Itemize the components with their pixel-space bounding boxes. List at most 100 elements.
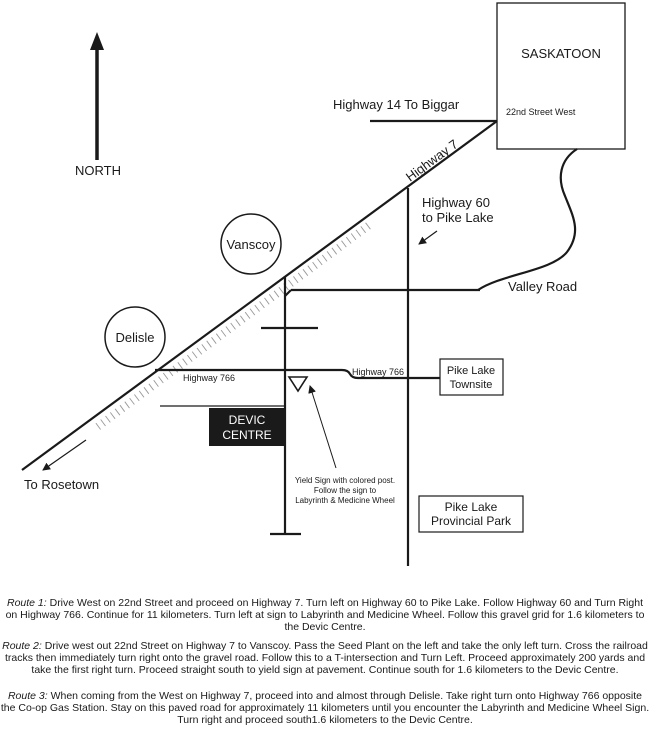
railroad-tie [182, 358, 188, 366]
railroad-tie [105, 415, 111, 423]
devic-centre-label-line2: CENTRE [222, 428, 271, 442]
route-3-directions: Route 3: When coming from the West on Hi… [0, 690, 650, 726]
railroad-tie [201, 344, 207, 352]
railroad-tie [273, 290, 280, 298]
railroad-tie [345, 236, 352, 244]
railroad-tie [109, 412, 116, 420]
railroad-tie [336, 244, 342, 251]
devic-centre-label-line1: DEVIC [229, 413, 266, 427]
railroad-tie [230, 322, 236, 330]
highway-14-label: Highway 14 To Biggar [333, 97, 460, 112]
railroad-tie [124, 401, 130, 409]
highway-766-road [155, 368, 440, 380]
railroad-tie [158, 376, 164, 384]
pike-lake-townsite-label-line1: Pike Lake [447, 365, 495, 377]
vanscoy-circle [220, 213, 282, 275]
railroad-tie [235, 319, 241, 327]
highway-766-label-east: Highway 766 [352, 367, 404, 377]
route-map: NORTH SASKATOON Highway 14 To Biggar 22n… [21, 2, 626, 566]
pike-lake-park-box [418, 495, 524, 533]
railroad-tie [302, 269, 309, 276]
railroad-tie [162, 372, 169, 380]
railroad-tie [240, 315, 246, 323]
highway-766-label-west: Highway 766 [183, 373, 235, 383]
yield-sign-pointer [308, 385, 337, 469]
railroad-tie [365, 222, 371, 230]
saskatoon-label: SASKATOON [521, 46, 601, 61]
route-1-directions: Route 1: Drive West on 22nd Street and p… [0, 597, 650, 633]
yield-note-line1: Yield Sign with colored post. [295, 476, 395, 485]
north-arrow [90, 32, 104, 160]
railroad-tie [196, 347, 203, 355]
devic-centre-box [209, 408, 285, 446]
railroad-tie [297, 272, 304, 280]
railroad-tie [153, 379, 159, 387]
yield-note-line3: Labyrinth & Medicine Wheel [295, 496, 395, 505]
railroad-tie [321, 254, 328, 262]
railroad-tie [259, 301, 265, 309]
route-3-label: Route 3: [7, 690, 48, 702]
railroad-tie [206, 340, 212, 348]
rosetown-arrow [42, 439, 87, 471]
route-3-text: When coming from the West on Highway 7, … [0, 690, 650, 726]
railroad-tie [249, 308, 256, 316]
railroad-tie [268, 294, 275, 302]
pike-lake-park-label-line1: Pike Lake [445, 500, 498, 514]
route-2-text: Drive west out 22nd Street on Highway 7 … [4, 640, 648, 676]
pike-lake-park-label-line2: Provincial Park [431, 514, 512, 528]
railroad-tie [254, 304, 260, 312]
railroad-tie [278, 286, 285, 294]
railroad-tie [355, 229, 362, 237]
street-22-label: 22nd Street West [506, 107, 576, 117]
valley-road [477, 148, 578, 291]
valley-road-label: Valley Road [508, 279, 577, 294]
pike-lake-townsite-box [439, 358, 504, 396]
delisle-label: Delisle [115, 330, 154, 345]
railroad-tie [215, 333, 222, 341]
railroad-tie [143, 387, 150, 395]
railroad-tie [114, 408, 121, 416]
railroad-tie [341, 240, 347, 248]
north-label: NORTH [75, 163, 121, 178]
railroad-tie [326, 251, 333, 259]
railroad-tie [138, 390, 145, 398]
railroad-tie [119, 404, 126, 412]
railroad-tie [187, 354, 193, 362]
railroad-tie [211, 337, 217, 344]
railroad-tie [312, 261, 318, 269]
railroad-tie [95, 422, 101, 430]
railroad-tie [331, 247, 338, 255]
railroad-tie [307, 265, 313, 273]
railroad-tie [225, 326, 232, 334]
pike-lake-townsite-label-line2: Townsite [450, 379, 493, 391]
railroad-tie [134, 394, 140, 402]
railroad-tie [360, 226, 366, 234]
highway-7-label: Highway 7 [403, 136, 461, 184]
highway-60-label-line2: to Pike Lake [422, 210, 494, 225]
yield-sign-icon [287, 376, 309, 393]
route-1-text: Drive West on 22nd Street and proceed on… [5, 597, 645, 633]
vanscoy-label: Vanscoy [227, 237, 276, 252]
railroad-tie [244, 311, 251, 319]
railroad-tie [100, 419, 106, 427]
railroad-tie [293, 276, 299, 284]
highway-7-road [21, 120, 498, 471]
railroad-tie [350, 233, 357, 241]
railroad-tie [191, 351, 198, 359]
railroad-tie [288, 279, 294, 287]
yield-note-line2: Follow the sign to [314, 486, 377, 495]
to-rosetown-label: To Rosetown [24, 477, 99, 492]
railroad-tie [317, 258, 323, 266]
route-2-label: Route 2: [2, 640, 42, 652]
railroad-tie [264, 297, 270, 305]
railroad-tie [148, 383, 154, 391]
route-1-label: Route 1: [6, 597, 47, 609]
highway-60-label-line1: Highway 60 [422, 195, 490, 210]
railroad [95, 222, 371, 430]
route-2-directions: Route 2: Drive west out 22nd Street on H… [0, 640, 650, 676]
highway-60-pointer-arrow [418, 230, 438, 245]
railroad-tie [177, 362, 183, 369]
delisle-circle [104, 306, 166, 368]
railroad-tie [129, 397, 135, 405]
saskatoon-box [496, 2, 626, 150]
